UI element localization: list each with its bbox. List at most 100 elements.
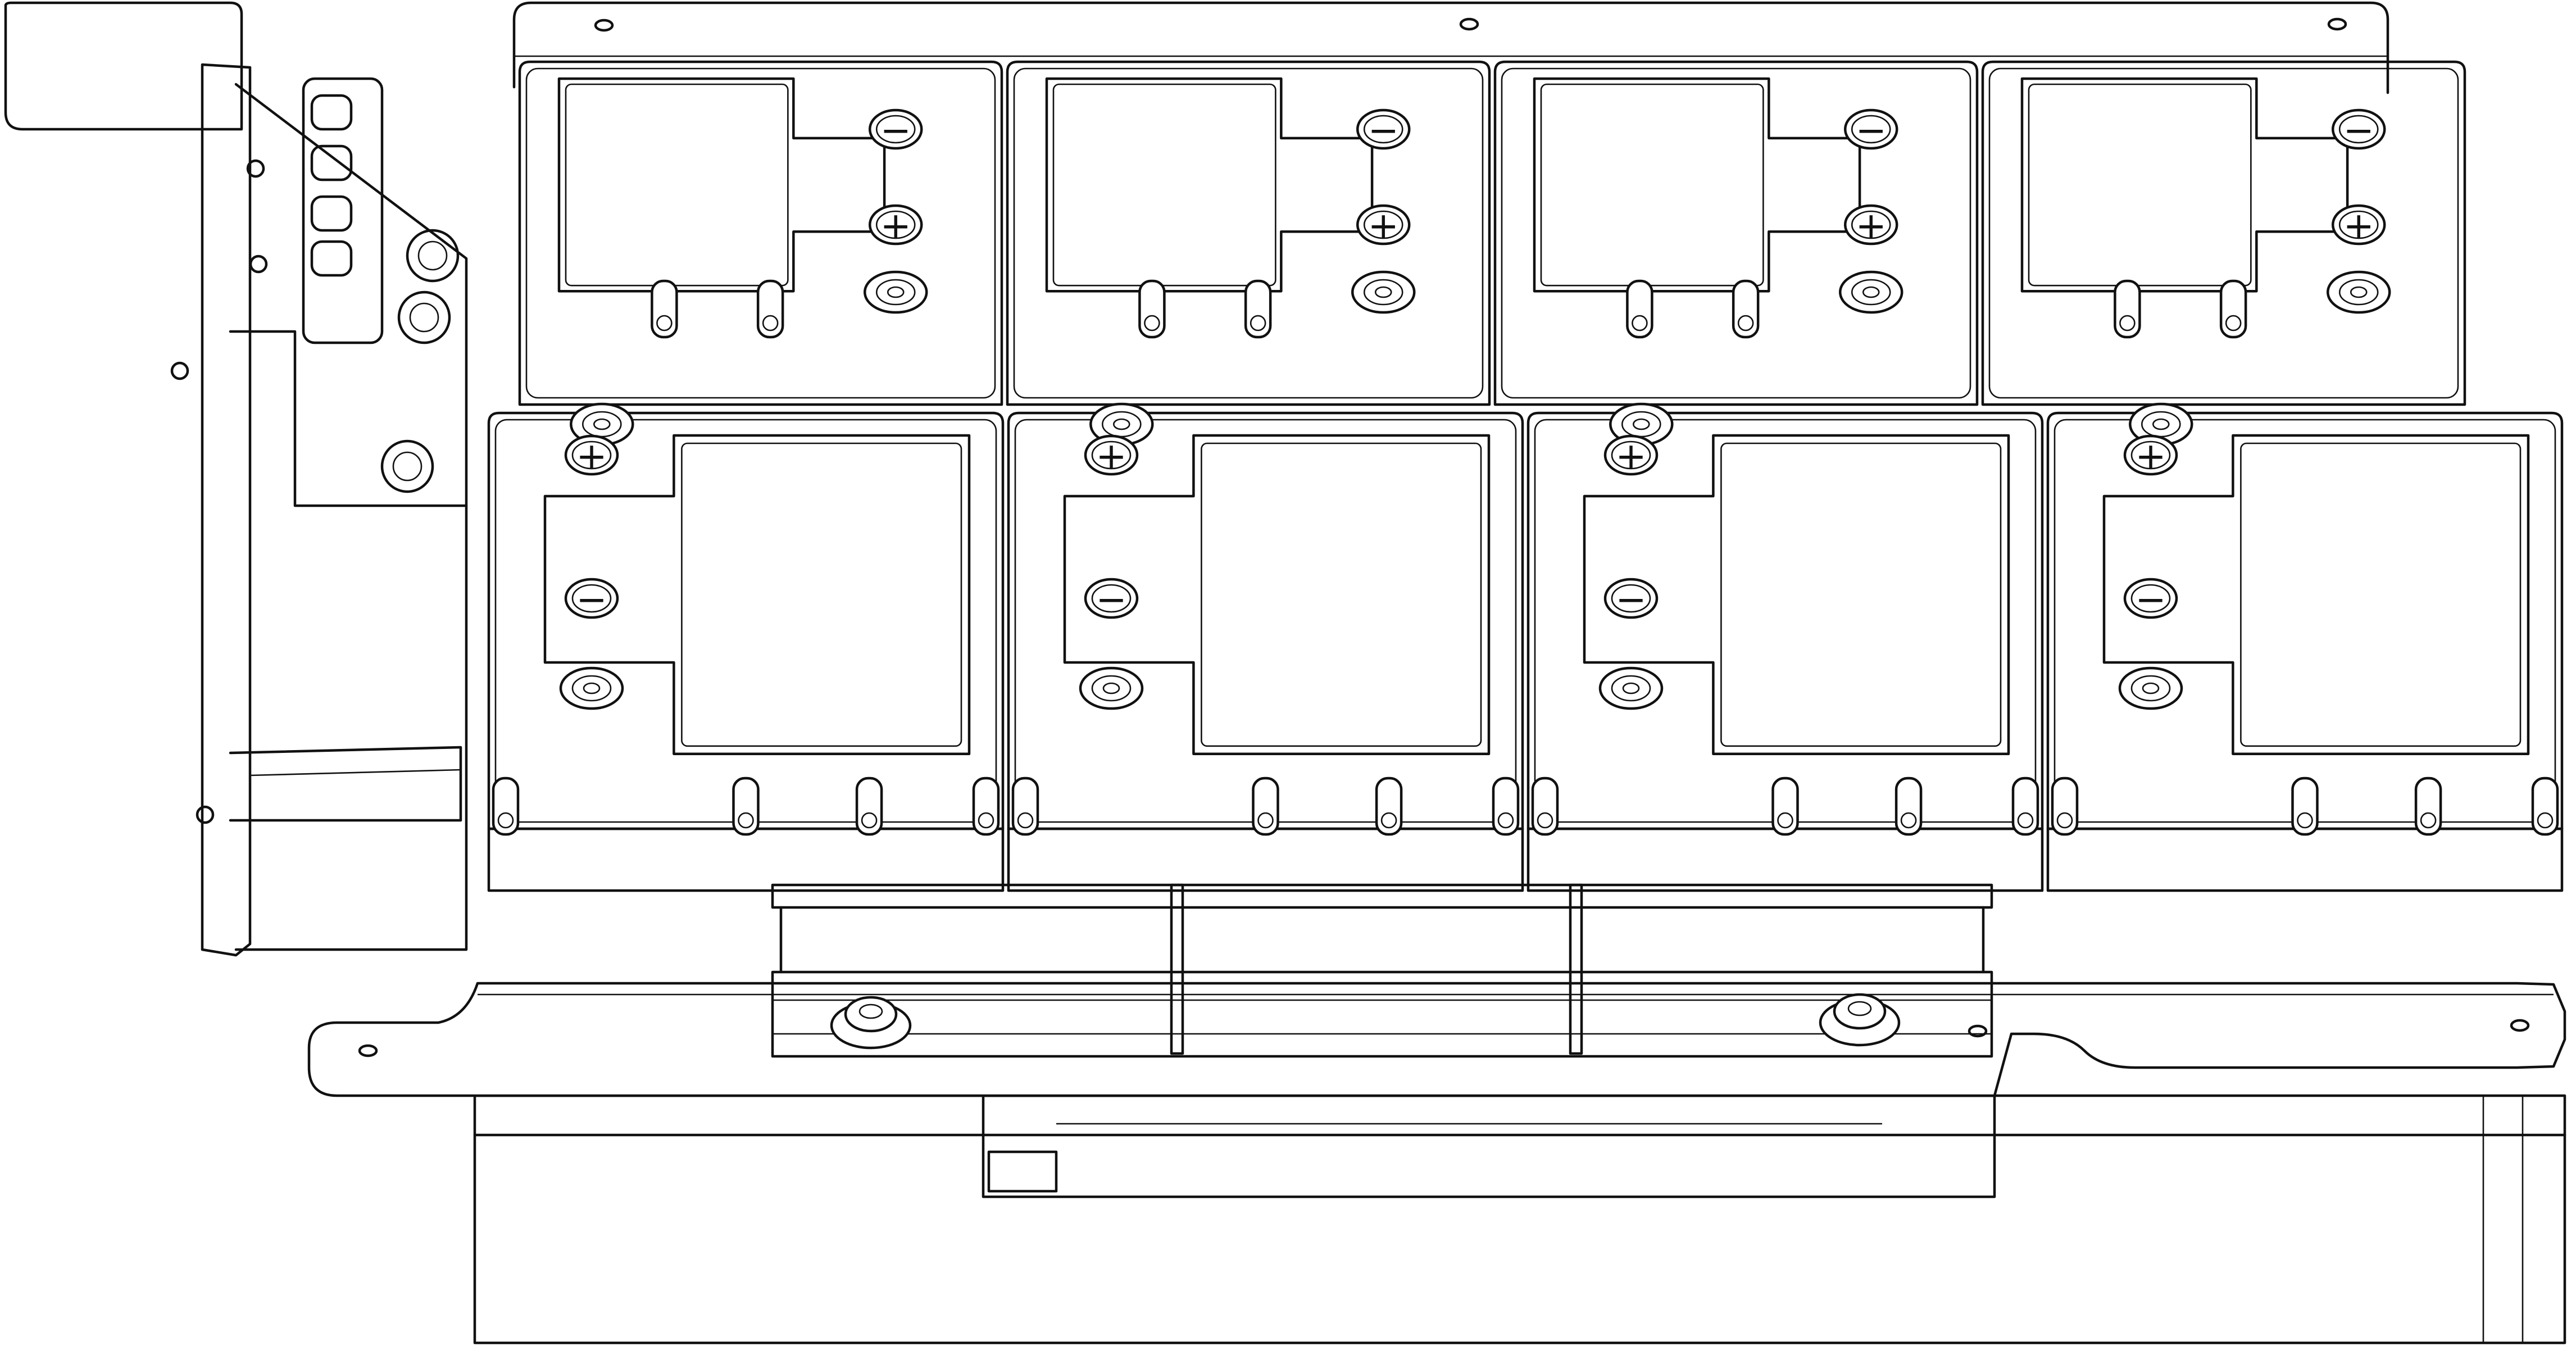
svg-text:+: +	[1856, 205, 1887, 248]
svg-text:−: −	[1096, 578, 1126, 621]
front-crossbar	[771, 883, 1993, 1058]
battery-case	[1493, 60, 1979, 406]
positive-terminal: +	[1084, 435, 1139, 478]
lug	[1252, 777, 1279, 836]
terminal-stud	[1609, 402, 1674, 446]
negative-terminal: −	[1356, 109, 1411, 152]
terminal-stud	[1079, 666, 1144, 710]
battery-module-2-4: +−	[2046, 402, 2564, 892]
svg-text:−: −	[880, 109, 911, 152]
svg-text:+: +	[1615, 435, 1646, 478]
negative-terminal: −	[1843, 109, 1898, 152]
base-enclosure	[473, 1094, 2566, 1345]
battery-module-1-2: −+	[1006, 60, 1491, 406]
lug	[732, 777, 760, 836]
svg-text:+: +	[2135, 435, 2166, 478]
positive-terminal: +	[2123, 435, 2178, 478]
terminal-stud	[559, 666, 624, 710]
lug	[2051, 777, 2079, 836]
terminal-stud	[1598, 666, 1664, 710]
lug	[651, 279, 678, 339]
svg-text:−: −	[1615, 578, 1646, 621]
battery-cover	[1533, 77, 1861, 293]
svg-text:+: +	[1368, 205, 1399, 248]
battery-module-2-2: +−	[1007, 402, 1524, 892]
lug	[2291, 777, 2319, 836]
battery-case	[1006, 60, 1491, 406]
svg-text:+: +	[2343, 205, 2374, 248]
crossbar-bolts	[830, 993, 1901, 1050]
terminal-stud	[1351, 270, 1416, 314]
battery-front-face	[1526, 827, 2044, 892]
lug	[972, 777, 1000, 836]
lug	[1732, 279, 1760, 339]
battery-cover	[1583, 434, 2010, 756]
lug	[2219, 279, 2247, 339]
svg-text:+: +	[880, 205, 911, 248]
battery-module-2-1: +−	[487, 402, 1005, 892]
lug	[756, 279, 784, 339]
battery-front-face	[1007, 827, 1524, 892]
center-tray	[982, 1094, 1996, 1198]
terminal-stud	[1838, 270, 1903, 314]
positive-terminal: +	[1356, 205, 1411, 248]
battery-cover-inner	[681, 442, 962, 747]
battery-case	[518, 60, 1003, 406]
lug	[1626, 279, 1653, 339]
battery-module-1-4: −+	[1981, 60, 2466, 406]
svg-text:−: −	[2135, 578, 2166, 621]
lug	[1894, 777, 1923, 836]
negative-terminal: −	[1084, 578, 1139, 621]
svg-text:+: +	[1096, 435, 1126, 478]
battery-cover	[1063, 434, 1491, 756]
battery-cover	[557, 77, 886, 293]
lug	[2531, 777, 2559, 836]
battery-case-rim	[1988, 67, 2459, 399]
battery-module-1-1: −+	[518, 60, 1003, 406]
battery-cover	[2102, 434, 2530, 756]
lug	[1011, 777, 1039, 836]
positive-terminal: +	[2331, 205, 2386, 248]
lug	[1244, 279, 1272, 339]
battery-cover	[1045, 77, 1374, 293]
battery-case-rim	[1013, 67, 1484, 399]
battery-case-rim	[525, 67, 996, 399]
battery-cover-inner	[565, 83, 789, 287]
rear-frame	[512, 1, 2389, 94]
battery-module-1-3: −+	[1493, 60, 1979, 406]
negative-terminal: −	[1603, 578, 1659, 621]
connector-panel	[170, 77, 460, 824]
terminal-stud	[863, 270, 928, 314]
lug	[1138, 279, 1166, 339]
positive-terminal: +	[564, 435, 619, 478]
lug	[2414, 777, 2442, 836]
svg-text:−: −	[1856, 109, 1887, 152]
battery-case-rim	[1501, 67, 1971, 399]
lug	[492, 777, 520, 836]
terminal-stud	[2326, 270, 2391, 314]
negative-terminal: −	[564, 578, 619, 621]
battery-front-face	[487, 827, 1005, 892]
battery-case	[1981, 60, 2466, 406]
battery-cover-inner	[1540, 83, 1764, 287]
battery-module-2-3: +−	[1526, 402, 2044, 892]
lug	[1531, 777, 1559, 836]
negative-terminal: −	[868, 109, 923, 152]
positive-terminal: +	[1603, 435, 1659, 478]
battery-cover-inner	[2028, 83, 2252, 287]
svg-text:−: −	[2343, 109, 2374, 152]
negative-terminal: −	[2123, 578, 2178, 621]
battery-front-face	[2046, 827, 2564, 892]
lug	[1492, 777, 1520, 836]
battery-cover	[543, 434, 971, 756]
negative-terminal: −	[2331, 109, 2386, 152]
battery-cover-inner	[2240, 442, 2522, 747]
lug	[1375, 777, 1403, 836]
battery-cover-inner	[1720, 442, 2002, 747]
left-bracket	[4, 1, 468, 957]
lug	[1771, 777, 1799, 836]
battery-modules: −+−+−+−++−+−+−+−	[487, 60, 2564, 892]
lug	[2011, 777, 2039, 836]
terminal-stud	[2118, 666, 2183, 710]
